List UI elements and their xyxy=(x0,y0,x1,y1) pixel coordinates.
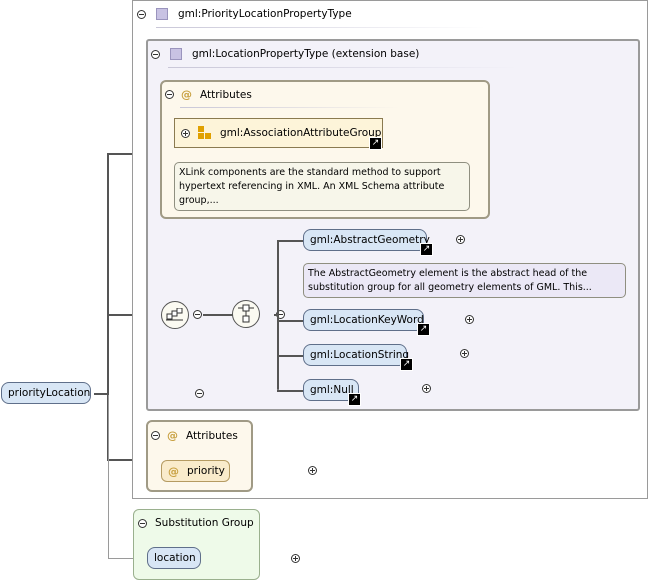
header-underline xyxy=(168,67,518,68)
element-location-string[interactable]: gml:LocationString xyxy=(303,344,410,366)
header-underline xyxy=(156,27,486,28)
expand-toggle-icon[interactable] xyxy=(465,315,475,324)
expand-toggle-icon[interactable] xyxy=(421,384,431,393)
element-label: gml:LocationString xyxy=(310,349,410,361)
sequence-glyph-icon xyxy=(166,308,183,321)
shortcut-arrow-icon[interactable]: ↗ xyxy=(369,137,382,150)
choice-glyph-icon xyxy=(238,304,254,323)
substitution-group-title: Substitution Group xyxy=(155,517,254,529)
complex-type-label: gml:PriorityLocationPropertyType xyxy=(178,8,352,20)
collapse-toggle-icon[interactable] xyxy=(138,518,147,528)
complex-type-header: gml:PriorityLocationPropertyType xyxy=(137,8,352,20)
element-label: priorityLocation xyxy=(8,387,91,399)
attribute-group-label: gml:AssociationAttributeGroup xyxy=(220,127,382,139)
element-label: location xyxy=(154,552,196,564)
collapse-toggle-icon[interactable] xyxy=(151,431,160,440)
substitution-group-header: Substitution Group xyxy=(138,517,254,529)
connector-to-substitution xyxy=(108,395,109,558)
attribute-label: priority xyxy=(187,465,225,477)
connector-choice-vertical xyxy=(277,240,279,390)
outer-attributes-header: @ Attributes xyxy=(151,429,238,442)
type-square-icon xyxy=(170,48,182,60)
element-label: gml:LocationKeyWord xyxy=(310,314,424,326)
element-abstract-geometry[interactable]: gml:AbstractGeometry xyxy=(303,229,430,251)
shortcut-arrow-icon[interactable]: ↗ xyxy=(400,358,413,371)
collapse-toggle-icon[interactable] xyxy=(137,9,146,19)
expand-toggle-icon[interactable] xyxy=(181,128,190,138)
extension-base-header: gml:LocationPropertyType (extension base… xyxy=(151,48,419,60)
connector-branch xyxy=(277,355,304,357)
connector-branch xyxy=(277,320,304,322)
collapse-toggle-icon[interactable] xyxy=(151,49,160,59)
inner-attributes-title: Attributes xyxy=(200,88,252,101)
element-label: gml:AbstractGeometry xyxy=(310,234,430,246)
shortcut-arrow-icon[interactable]: ↗ xyxy=(348,393,361,406)
connector-trunk-vertical xyxy=(107,153,109,461)
outer-attributes-title: Attributes xyxy=(186,429,238,442)
shortcut-arrow-icon[interactable]: ↗ xyxy=(417,323,430,336)
header-underline xyxy=(180,107,400,108)
connector-to-outer-attributes xyxy=(107,459,147,461)
expand-toggle-icon[interactable] xyxy=(291,554,301,563)
collapse-toggle-icon[interactable] xyxy=(193,310,202,319)
attribute-group-icon xyxy=(198,126,212,140)
expand-toggle-icon[interactable] xyxy=(455,235,465,244)
choice-compositor-icon[interactable] xyxy=(232,300,260,328)
attribute-priority[interactable]: @ priority xyxy=(161,460,230,482)
connector-choice-trunk xyxy=(274,314,279,316)
element-location[interactable]: location xyxy=(147,547,201,569)
extension-base-label: gml:LocationPropertyType (extension base… xyxy=(192,48,420,60)
element-location-keyword[interactable]: gml:LocationKeyWord xyxy=(303,309,424,331)
expand-toggle-icon[interactable] xyxy=(308,466,318,475)
inner-attributes-header: @ Attributes xyxy=(165,88,252,101)
connector-branch xyxy=(277,390,304,392)
connector-substitution-horizontal xyxy=(108,558,148,559)
connector-root-to-trunk xyxy=(94,393,108,395)
element-null[interactable]: gml:Null xyxy=(303,379,359,401)
collapse-toggle-icon[interactable] xyxy=(194,389,204,398)
attribute-group-doc: XLink components are the standard method… xyxy=(174,162,470,211)
attribute-group-box[interactable]: gml:AssociationAttributeGroup xyxy=(174,118,383,148)
type-square-icon xyxy=(156,8,168,20)
at-icon: @ xyxy=(181,88,192,101)
connector-sequence-to-choice xyxy=(203,314,233,316)
at-icon: @ xyxy=(168,464,179,478)
connector-branch xyxy=(277,240,304,242)
shortcut-arrow-icon[interactable]: ↗ xyxy=(420,243,433,256)
root-element-priority-location[interactable]: priorityLocation xyxy=(1,382,91,404)
sequence-compositor-icon[interactable] xyxy=(161,301,189,329)
collapse-toggle-icon[interactable] xyxy=(165,90,174,99)
expand-toggle-icon[interactable] xyxy=(460,349,470,358)
abstract-geometry-doc: The AbstractGeometry element is the abst… xyxy=(303,263,626,298)
at-icon: @ xyxy=(167,429,178,442)
element-label: gml:Null xyxy=(310,384,354,396)
